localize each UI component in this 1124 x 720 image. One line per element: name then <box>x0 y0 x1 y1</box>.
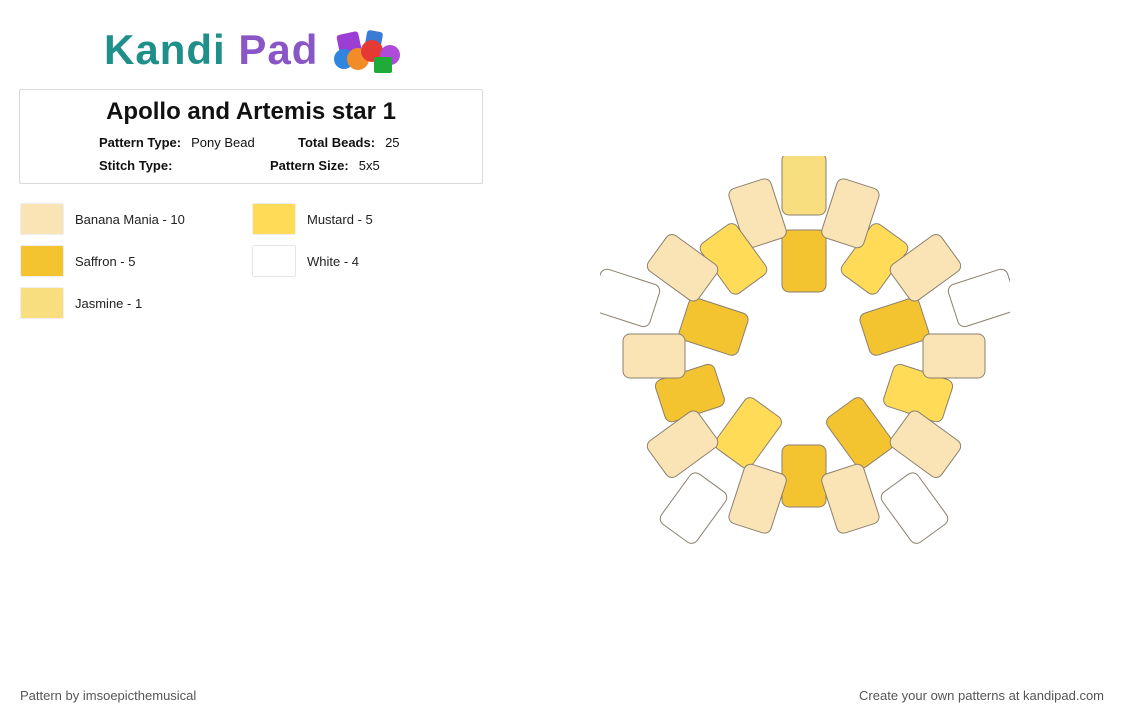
pattern-info-card: Apollo and Artemis star 1 Pattern Type:P… <box>19 89 483 184</box>
create-patterns-link[interactable]: Create your own patterns at kandipad.com <box>859 688 1104 703</box>
bead <box>821 178 880 249</box>
bead <box>889 410 962 478</box>
pattern-title: Apollo and Artemis star 1 <box>106 98 396 125</box>
bead <box>821 463 880 534</box>
color-swatch <box>252 245 296 277</box>
color-swatch <box>252 203 296 235</box>
stitch-type-label: Stitch Type: <box>99 158 173 173</box>
bead <box>922 333 986 379</box>
legend-item-banana-mania: Banana Mania - 10 <box>20 202 185 236</box>
bead <box>947 268 1010 328</box>
pattern-type-value: Pony Bead <box>191 135 255 150</box>
bead <box>781 229 827 293</box>
bead <box>880 472 949 544</box>
color-swatch <box>20 203 64 235</box>
pattern-type-label: Pattern Type: <box>99 135 182 150</box>
logo-text-pad: Pad <box>238 26 319 73</box>
bead <box>728 178 787 249</box>
bead <box>659 472 728 544</box>
bead <box>781 156 827 216</box>
bead <box>826 397 894 469</box>
pattern-credit: Pattern by imsoepicthemusical <box>20 688 197 703</box>
bead <box>646 234 719 302</box>
total-beads: Total Beads: 25 <box>298 135 400 150</box>
bead <box>859 297 930 356</box>
bead-pattern-star <box>600 156 1010 544</box>
bead <box>728 463 787 534</box>
pattern-size: Pattern Size: 5x5 <box>270 158 380 173</box>
legend-label: Mustard - 5 <box>307 211 373 227</box>
bead <box>600 268 661 328</box>
total-beads-value: 25 <box>385 135 400 150</box>
legend-item-jasmine: Jasmine - 1 <box>20 286 142 320</box>
pattern-type: Pattern Type: Pony Bead <box>99 135 255 150</box>
pattern-size-value: 5x5 <box>358 158 380 173</box>
pattern-size-label: Pattern Size: <box>270 158 349 173</box>
bead <box>678 297 749 356</box>
total-beads-label: Total Beads: <box>298 135 376 150</box>
legend-label: Banana Mania - 10 <box>75 211 185 227</box>
beads-cluster-icon <box>334 30 400 73</box>
bead <box>714 397 782 469</box>
legend-label: White - 4 <box>307 253 360 269</box>
legend-label: Saffron - 5 <box>75 253 136 269</box>
stitch-type: Stitch Type: <box>99 158 182 173</box>
legend-label: Jasmine - 1 <box>75 295 143 311</box>
bead <box>622 333 686 379</box>
kandipad-logo[interactable]: Kandi Pad <box>104 26 404 76</box>
logo-wordmark: Kandi Pad <box>104 26 318 74</box>
legend-item-mustard: Mustard - 5 <box>252 202 373 236</box>
legend-item-white: White - 4 <box>252 244 359 278</box>
logo-text-kandi: Kandi <box>104 26 226 73</box>
bead <box>646 410 719 478</box>
legend-item-saffron: Saffron - 5 <box>20 244 135 278</box>
bead <box>889 234 962 302</box>
bead <box>781 444 827 508</box>
color-swatch <box>20 287 64 319</box>
color-swatch <box>20 245 64 277</box>
